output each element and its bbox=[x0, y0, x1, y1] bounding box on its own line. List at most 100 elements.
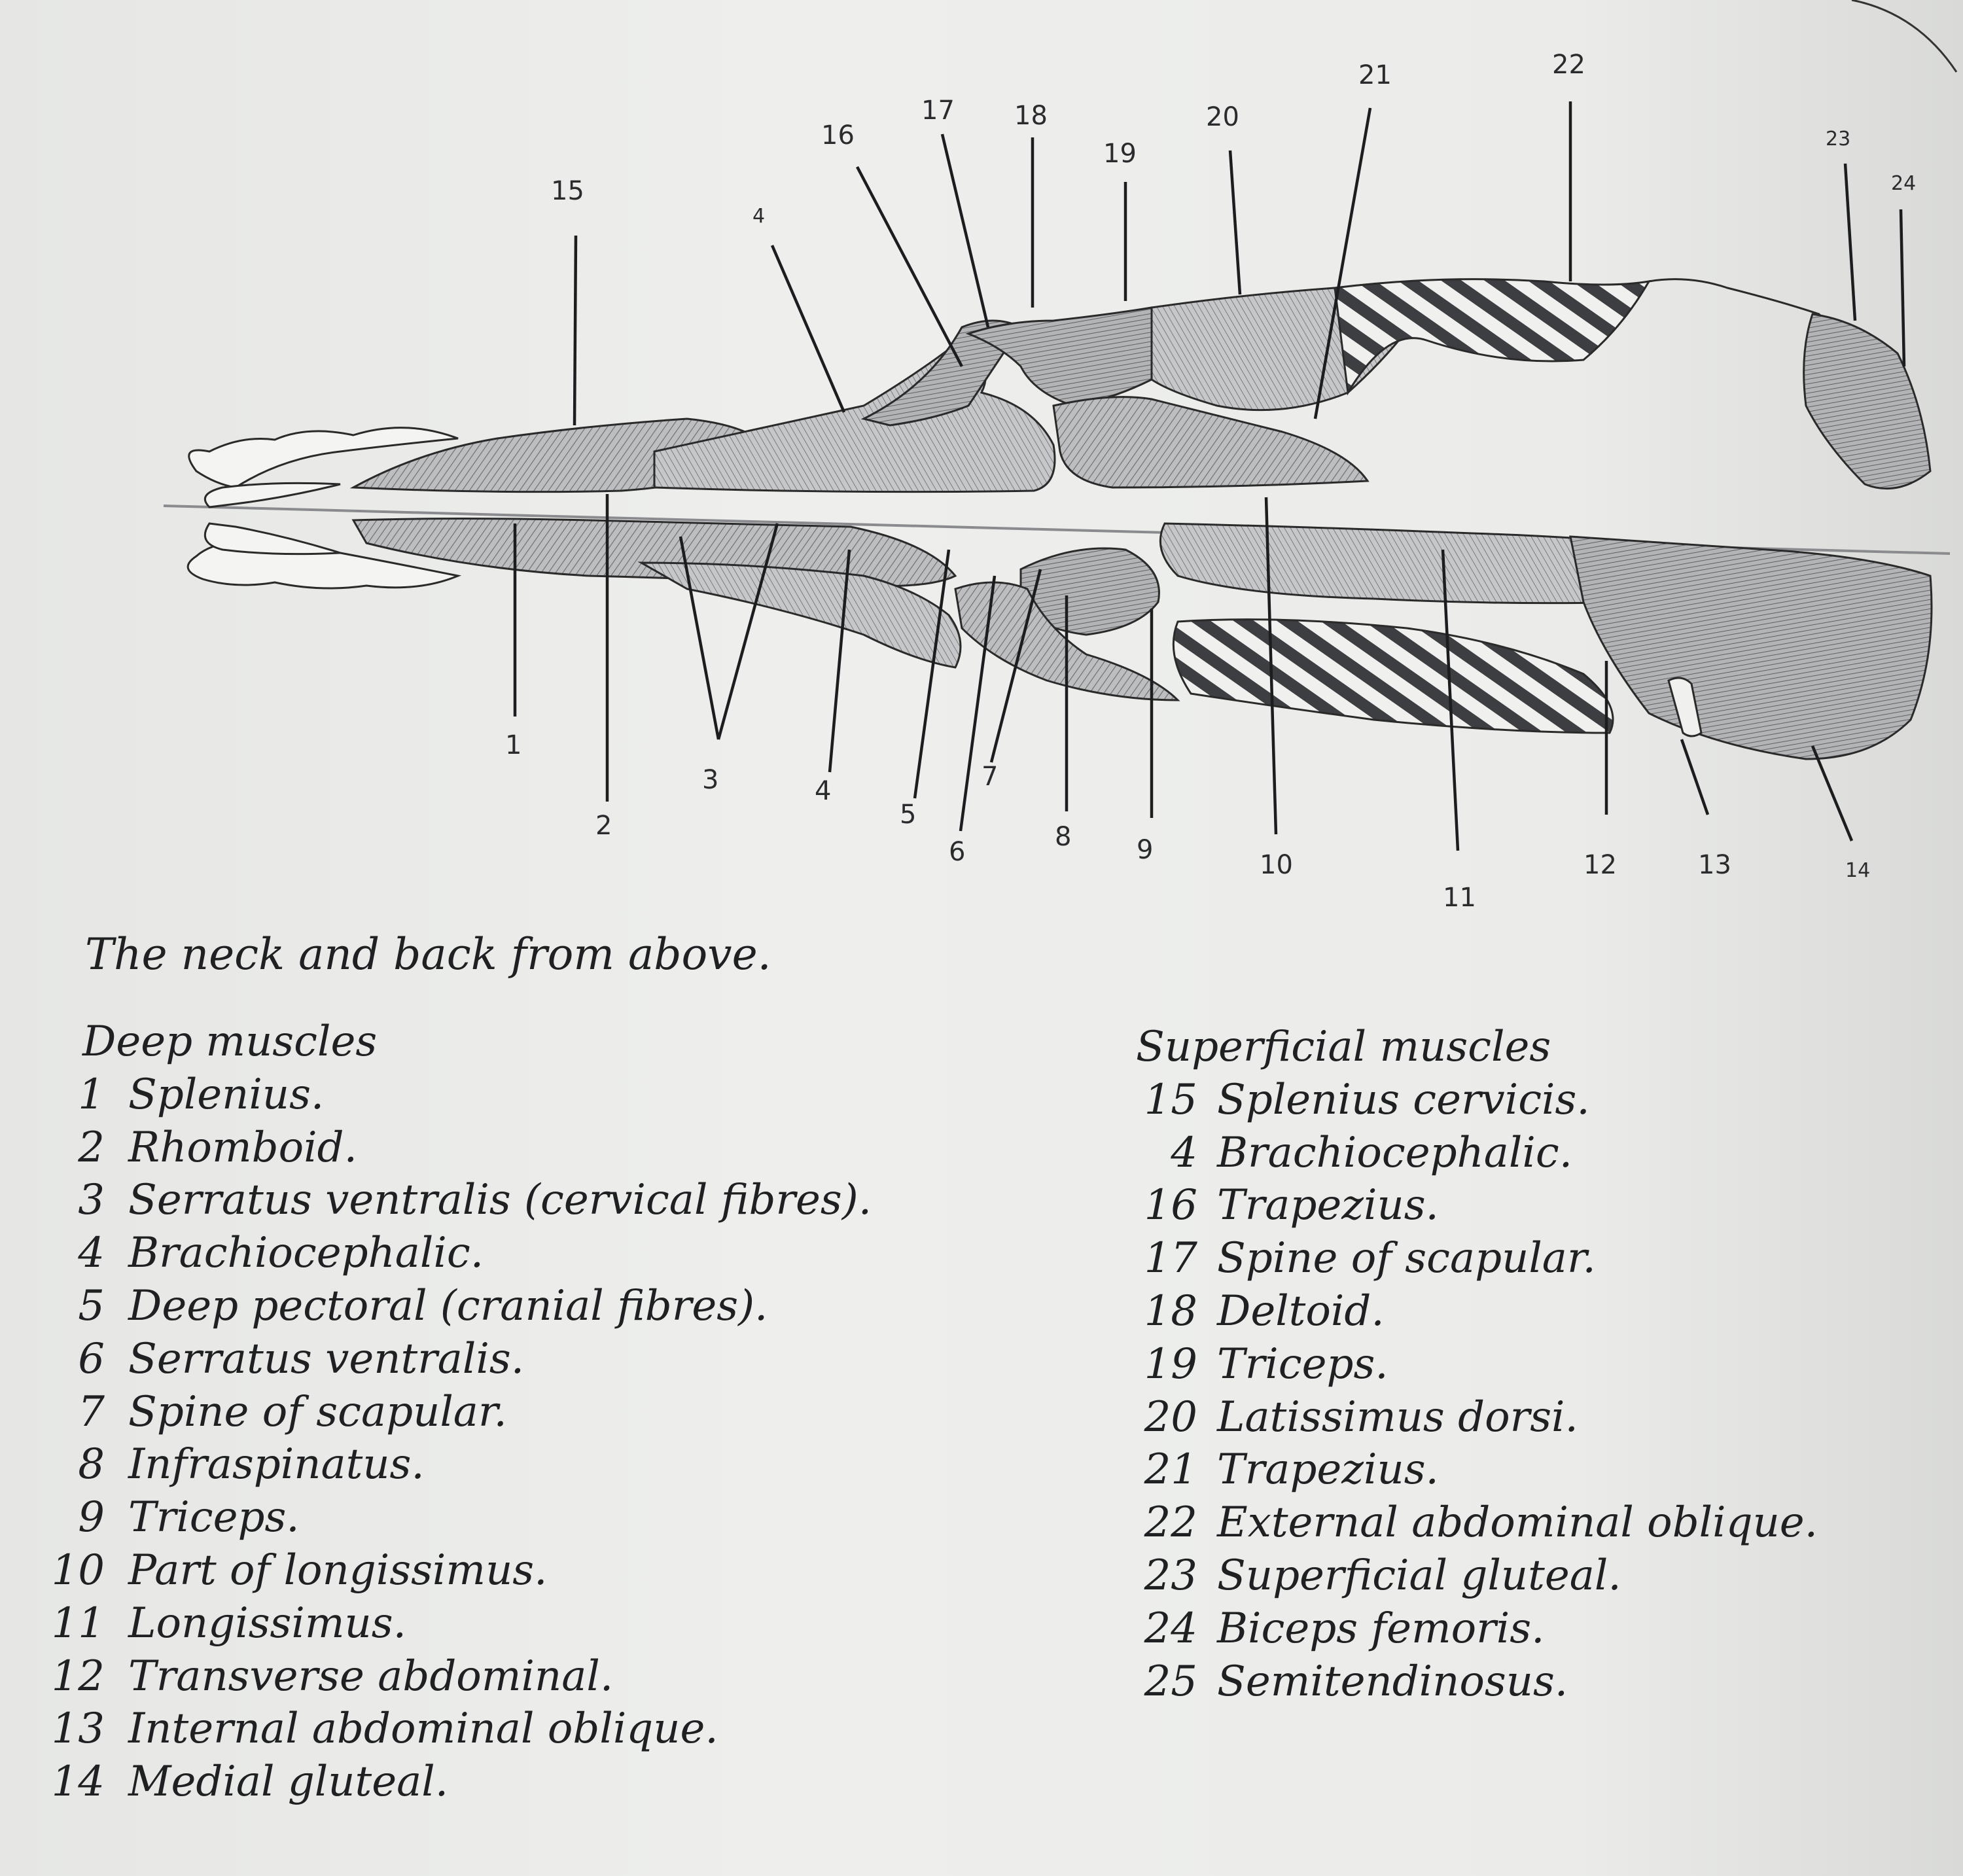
legend-item-number: 9 bbox=[78, 1493, 105, 1542]
legend-item-number: 24 bbox=[1144, 1604, 1197, 1653]
medial-gluteal-muscle bbox=[1569, 535, 1933, 760]
ilium-tuber bbox=[1667, 677, 1703, 737]
legend-item-label: Part of longissimus. bbox=[128, 1546, 548, 1595]
callout-3: 3 bbox=[702, 765, 718, 795]
legend-item-number: 6 bbox=[78, 1334, 105, 1383]
legend-heading: Deep muscles bbox=[82, 1018, 378, 1066]
legend-item: 10 Part of longissimus. bbox=[26, 1544, 872, 1597]
legend-item-number: 17 bbox=[1144, 1234, 1197, 1283]
callout-21: 21 bbox=[1358, 60, 1392, 90]
legend-item-label: Internal abdominal oblique. bbox=[128, 1705, 718, 1754]
external-oblique-upper bbox=[1334, 278, 1651, 396]
legend-item-number: 4 bbox=[78, 1229, 105, 1278]
legend-item-label: Rhomboid. bbox=[128, 1123, 357, 1172]
legend-item-label: External abdominal oblique. bbox=[1217, 1498, 1818, 1548]
legend-item-label: Longissimus. bbox=[128, 1599, 406, 1648]
legend-item-label: Transverse abdominal. bbox=[128, 1652, 614, 1701]
callout-2: 2 bbox=[595, 811, 612, 841]
legend-item-label: Brachiocephalic. bbox=[1217, 1128, 1573, 1177]
legend-item-label: Superficial gluteal. bbox=[1217, 1551, 1621, 1600]
legend-item: 13 Internal abdominal oblique. bbox=[26, 1703, 872, 1756]
legend-item: 9 Triceps. bbox=[26, 1491, 872, 1544]
legend-item-label: Splenius cervicis. bbox=[1217, 1075, 1590, 1124]
callout-10: 10 bbox=[1260, 850, 1293, 880]
legend-item: 18 Deltoid. bbox=[1112, 1285, 1818, 1338]
skull-ventral bbox=[203, 522, 341, 556]
legend-item-number: 5 bbox=[78, 1281, 105, 1330]
legend-item-label: Spine of scapular. bbox=[1217, 1234, 1596, 1283]
legend-item-label: Semitendinosus. bbox=[1217, 1657, 1568, 1706]
legend-item-label: Deltoid. bbox=[1217, 1286, 1385, 1336]
legend-item-number: 13 bbox=[51, 1705, 105, 1754]
legend-item: 22 External abdominal oblique. bbox=[1112, 1496, 1818, 1549]
callouts-top: 15 4 16 17 18 19 20 21 22 23 24 bbox=[551, 50, 1916, 228]
callout-24: 24 bbox=[1891, 172, 1916, 195]
legend-item-label: Serratus ventralis. bbox=[128, 1334, 525, 1383]
legend-item: 20 Latissimus dorsi. bbox=[1112, 1391, 1818, 1444]
legend-item: 23 Superficial gluteal. bbox=[1112, 1549, 1818, 1602]
callout-11: 11 bbox=[1443, 883, 1476, 913]
legend-item-number: 21 bbox=[1144, 1445, 1197, 1495]
callout-5: 5 bbox=[900, 800, 916, 830]
legend-item-label: Latissimus dorsi. bbox=[1217, 1392, 1578, 1442]
callout-20: 20 bbox=[1206, 102, 1239, 132]
legend-item-number: 2 bbox=[78, 1123, 105, 1172]
legend-item: 14 Medial gluteal. bbox=[26, 1756, 872, 1809]
skull-dorsal bbox=[203, 482, 341, 508]
legend-item: 6 Serratus ventralis. bbox=[26, 1333, 872, 1386]
callout-15: 15 bbox=[551, 176, 584, 206]
legend-item: 5 Deep pectoral (cranial fibres). bbox=[26, 1280, 872, 1333]
legend-item: 21 Trapezius. bbox=[1112, 1443, 1818, 1496]
legend-item: 12 Transverse abdominal. bbox=[26, 1650, 872, 1703]
callout-4-bottom: 4 bbox=[815, 776, 831, 806]
deltoid-triceps-area bbox=[1052, 396, 1370, 489]
legend-heading: Superficial muscles bbox=[1136, 1023, 1551, 1071]
legend-item-number: 19 bbox=[1144, 1339, 1197, 1389]
legend-item-number: 4 bbox=[1171, 1128, 1197, 1177]
legend-item: 1 Splenius. bbox=[26, 1069, 872, 1122]
legend-item-number: 22 bbox=[1144, 1498, 1197, 1548]
legend-item-label: Triceps. bbox=[1217, 1339, 1388, 1389]
legend-item-label: Spine of scapular. bbox=[128, 1387, 507, 1436]
legend-item-label: Medial gluteal. bbox=[128, 1758, 449, 1807]
legend-item-number: 18 bbox=[1144, 1286, 1197, 1336]
page-edge-curve bbox=[1851, 0, 1958, 73]
callout-18: 18 bbox=[1014, 101, 1048, 131]
legend-item-label: Triceps. bbox=[128, 1493, 300, 1542]
rib-cage-deep bbox=[1172, 618, 1614, 734]
legend-item-label: Trapezius. bbox=[1217, 1445, 1439, 1495]
legend-item-label: Deep pectoral (cranial fibres). bbox=[128, 1281, 768, 1330]
figure-caption: The neck and back from above. bbox=[85, 929, 771, 980]
legend-item-number: 3 bbox=[78, 1176, 105, 1225]
callout-23: 23 bbox=[1826, 128, 1850, 150]
legend-item: 2 Rhomboid. bbox=[26, 1122, 872, 1175]
head-outline bbox=[188, 427, 459, 489]
legend-item: 19 Triceps. bbox=[1112, 1338, 1818, 1391]
callout-6: 6 bbox=[949, 837, 965, 867]
legend-item-number: 10 bbox=[51, 1546, 105, 1595]
legend-item-number: 12 bbox=[51, 1652, 105, 1701]
callout-19: 19 bbox=[1103, 139, 1137, 169]
legend-item-number: 16 bbox=[1144, 1181, 1197, 1230]
callout-9: 9 bbox=[1137, 835, 1153, 865]
legend-item-number: 1 bbox=[78, 1070, 105, 1119]
legend-item-label: Infraspinatus. bbox=[128, 1440, 425, 1489]
legend-item: 3 Serratus ventralis (cervical fibres). bbox=[26, 1174, 872, 1227]
legend-item-number: 14 bbox=[51, 1758, 105, 1807]
callout-4-top: 4 bbox=[752, 205, 765, 228]
legend-item-label: Serratus ventralis (cervical fibres). bbox=[128, 1176, 872, 1225]
leader-lines-bottom bbox=[513, 494, 1854, 851]
legend-item-label: Splenius. bbox=[128, 1070, 325, 1119]
callout-8: 8 bbox=[1055, 822, 1071, 852]
serratus-cervical-deep bbox=[637, 561, 962, 669]
callout-14: 14 bbox=[1845, 859, 1870, 882]
legend-item-number: 23 bbox=[1144, 1551, 1197, 1600]
legend-item-number: 20 bbox=[1144, 1392, 1197, 1442]
